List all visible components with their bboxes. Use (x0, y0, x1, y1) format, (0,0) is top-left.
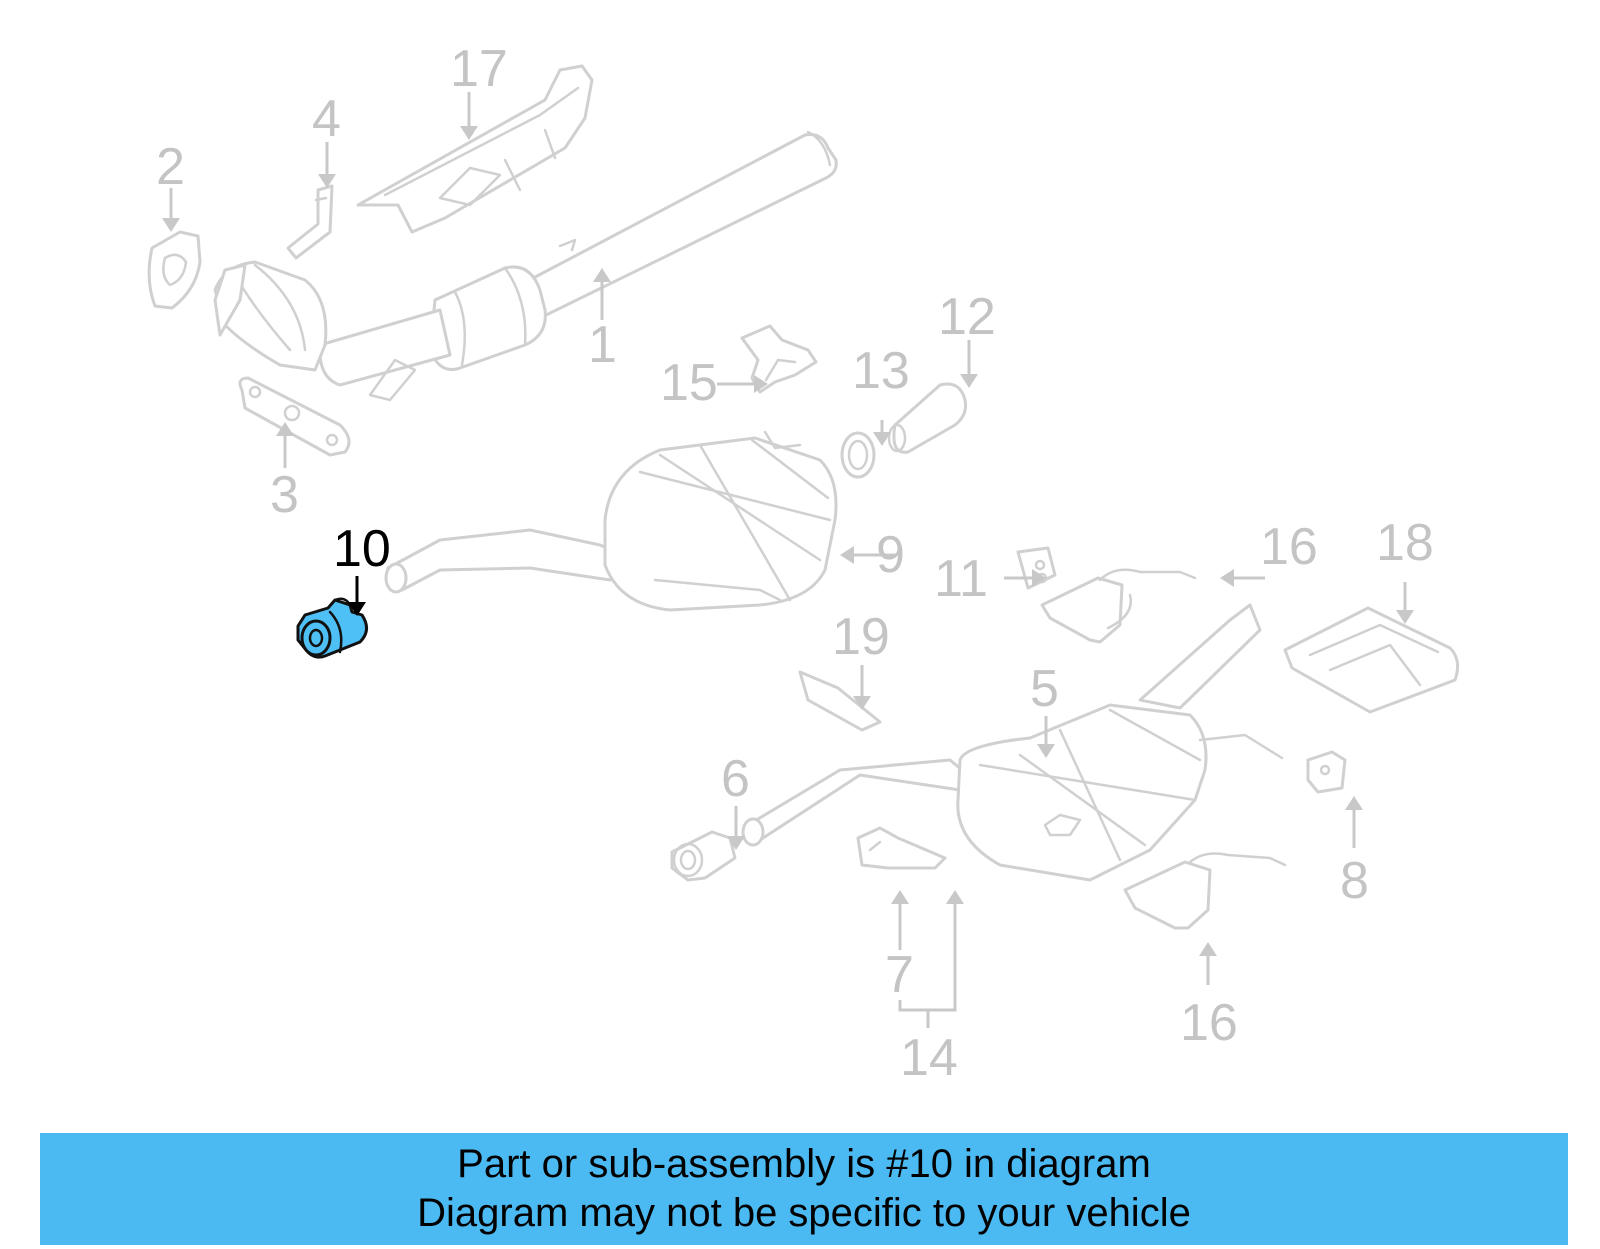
callout-15: 15 (660, 354, 718, 412)
callout-11: 11 (934, 550, 988, 608)
callout-16-upper: 16 (1260, 518, 1318, 576)
part-clamp-6[interactable] (670, 830, 737, 882)
callout-9: 9 (876, 526, 905, 584)
callout-10: 10 (333, 520, 391, 578)
callout-1: 1 (588, 316, 617, 374)
callout-5: 5 (1030, 660, 1059, 718)
part-bracket-4[interactable] (286, 184, 334, 260)
callout-18: 18 (1376, 514, 1434, 572)
callout-14: 14 (900, 1029, 958, 1087)
part-gasket-2[interactable] (147, 230, 202, 310)
banner-line-part-number: Part or sub-assembly is #10 in diagram (457, 1142, 1151, 1186)
part-bracket-16-lower[interactable] (1123, 852, 1287, 930)
callout-7: 7 (885, 946, 914, 1004)
callout-3: 3 (270, 466, 299, 524)
part-hanger-7[interactable] (856, 826, 947, 870)
callout-19: 19 (832, 608, 890, 666)
callout-12: 12 (938, 288, 996, 346)
callout-17: 17 (450, 40, 508, 98)
part-hanger-15[interactable] (740, 324, 818, 394)
part-bracket-16-upper[interactable] (1040, 568, 1197, 644)
part-heat-shield-19[interactable] (798, 670, 882, 732)
callout-labels: 17 4 2 1 3 15 13 12 9 11 16 18 19 5 6 8 … (156, 40, 1434, 1087)
banner-line-disclaimer: Diagram may not be specific to your vehi… (417, 1191, 1191, 1235)
callout-2: 2 (156, 138, 185, 196)
part-center-muffler-9[interactable] (384, 430, 838, 612)
callout-16-lower: 16 (1180, 994, 1238, 1052)
callout-13: 13 (852, 342, 910, 400)
part-front-pipe[interactable] (213, 130, 838, 402)
part-clamp-10-highlighted[interactable] (296, 597, 368, 659)
part-gasket-3[interactable] (238, 376, 351, 457)
callout-8: 8 (1340, 852, 1369, 910)
leader-lines (162, 92, 1414, 1028)
callout-4: 4 (312, 90, 341, 148)
info-banner: Part or sub-assembly is #10 in diagram D… (40, 1133, 1568, 1245)
part-clamp-13[interactable] (840, 431, 876, 479)
part-tail-tip-12[interactable] (887, 382, 967, 454)
callout-6: 6 (721, 750, 750, 808)
part-heat-shield-17[interactable] (356, 64, 594, 234)
part-hanger-8[interactable] (1306, 750, 1347, 794)
part-rear-muffler-5[interactable] (741, 603, 1284, 882)
part-heat-shield-18[interactable] (1283, 606, 1460, 714)
